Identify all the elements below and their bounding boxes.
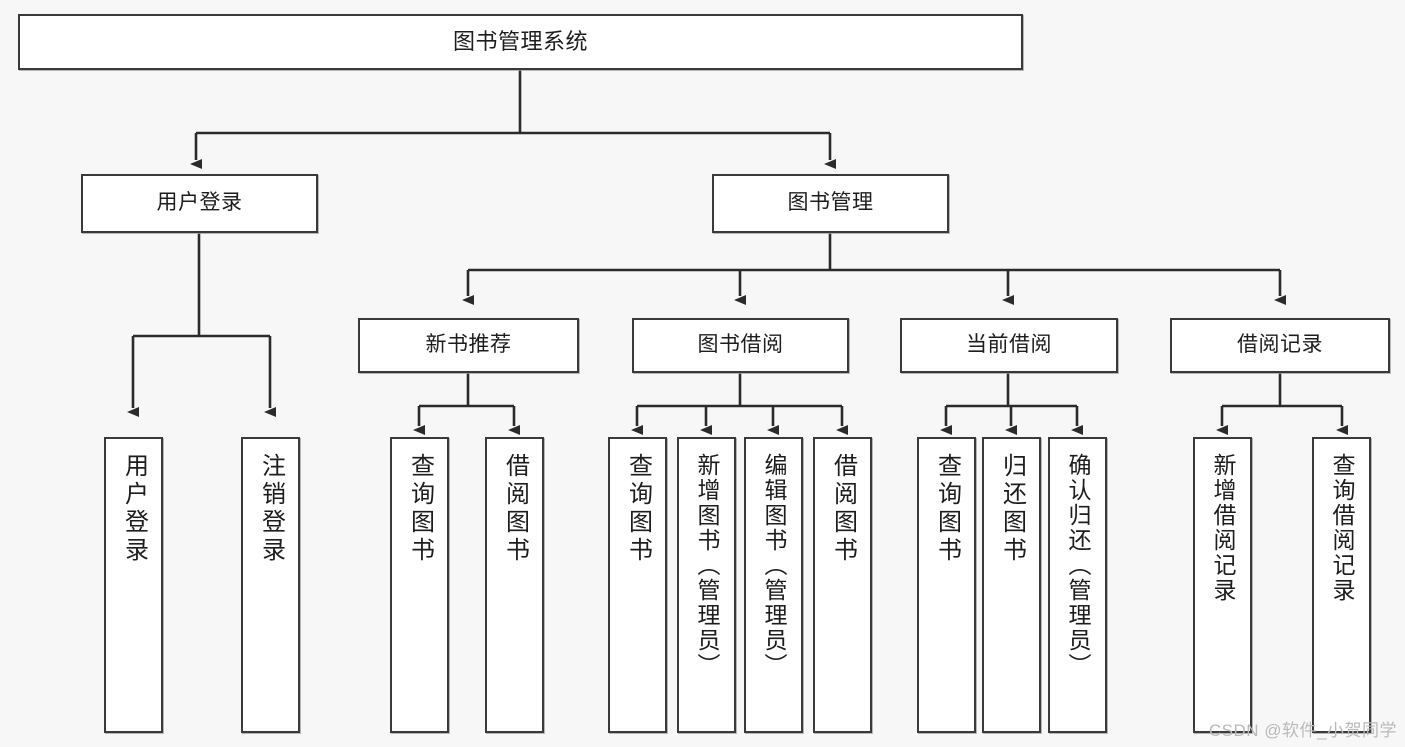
leaf-borrow-borrow-book[interactable]: 借阅图书 bbox=[813, 437, 872, 733]
leaf-record-query-borrow-record[interactable]: 查询借阅记录 bbox=[1312, 437, 1371, 733]
leaf-borrow-edit-book-admin[interactable]: 编辑图书（管理员） bbox=[744, 437, 803, 733]
node-label: 新书推荐 bbox=[425, 333, 512, 357]
leaf-recommend-query-book[interactable]: 查询图书 bbox=[390, 437, 449, 733]
node-label: 新增图书（管理员） bbox=[694, 453, 720, 678]
node-current-borrow[interactable]: 当前借阅 bbox=[900, 318, 1118, 373]
node-label: 注销登录 bbox=[257, 453, 285, 565]
node-label: 用户登录 bbox=[120, 453, 148, 565]
leaf-borrow-add-book-admin[interactable]: 新增图书（管理员） bbox=[677, 437, 736, 733]
node-label: 借阅记录 bbox=[1237, 333, 1323, 357]
node-label: 图书管理 bbox=[787, 191, 874, 215]
leaf-user-login[interactable]: 用户登录 bbox=[104, 437, 163, 733]
node-book-borrow[interactable]: 图书借阅 bbox=[632, 318, 849, 373]
leaf-current-return-book[interactable]: 归还图书 bbox=[982, 437, 1041, 733]
node-label: 查询图书 bbox=[933, 453, 961, 565]
leaf-logout-login[interactable]: 注销登录 bbox=[241, 437, 300, 733]
node-label: 编辑图书（管理员） bbox=[761, 453, 787, 678]
node-label: 确认归还（管理员） bbox=[1065, 453, 1091, 678]
leaf-current-confirm-return-admin[interactable]: 确认归还（管理员） bbox=[1048, 437, 1107, 733]
node-label: 查询借阅记录 bbox=[1329, 453, 1355, 603]
leaf-current-query-book[interactable]: 查询图书 bbox=[917, 437, 976, 733]
leaf-recommend-borrow-book[interactable]: 借阅图书 bbox=[485, 437, 544, 733]
node-label: 借阅图书 bbox=[501, 453, 529, 565]
node-label: 当前借阅 bbox=[966, 333, 1052, 357]
node-label: 用户登录 bbox=[156, 191, 243, 215]
csdn-watermark: CSDN @软件_小贺同学 bbox=[1208, 721, 1397, 740]
leaf-borrow-query-book[interactable]: 查询图书 bbox=[608, 437, 667, 733]
leaf-record-add-borrow-record[interactable]: 新增借阅记录 bbox=[1193, 437, 1252, 733]
node-label: 查询图书 bbox=[406, 453, 434, 565]
node-book-management[interactable]: 图书管理 bbox=[712, 174, 949, 233]
node-label: 查询图书 bbox=[624, 453, 652, 565]
node-borrow-record[interactable]: 借阅记录 bbox=[1170, 318, 1390, 373]
node-label: 归还图书 bbox=[998, 453, 1026, 565]
node-label: 借阅图书 bbox=[829, 453, 857, 565]
node-new-book-recommend[interactable]: 新书推荐 bbox=[358, 318, 579, 373]
node-label: 新增借阅记录 bbox=[1210, 453, 1236, 603]
node-user-login[interactable]: 用户登录 bbox=[81, 174, 318, 233]
node-label: 图书管理系统 bbox=[452, 29, 588, 55]
node-label: 图书借阅 bbox=[697, 333, 784, 357]
node-root-book-management-system[interactable]: 图书管理系统 bbox=[18, 14, 1023, 70]
